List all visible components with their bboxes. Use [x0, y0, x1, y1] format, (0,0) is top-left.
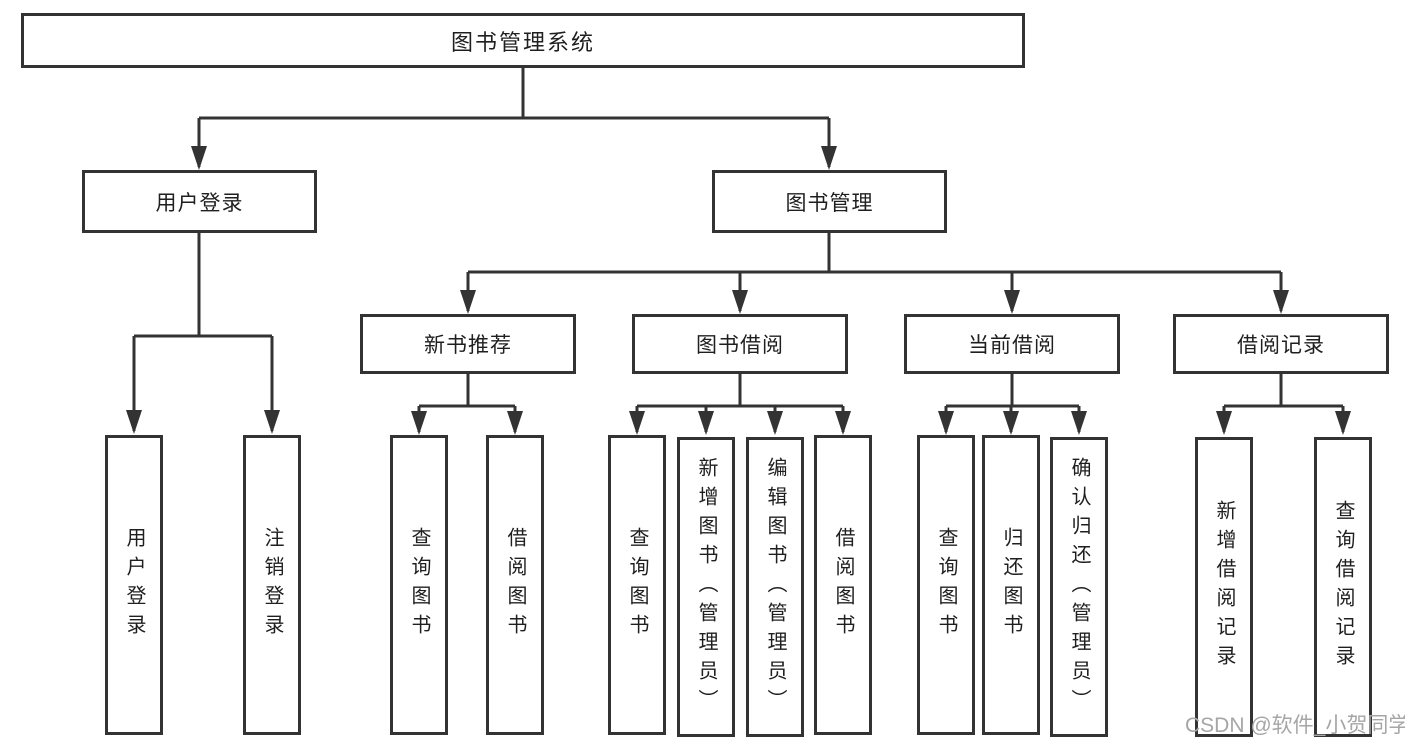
node-borrow-record: 借阅记录: [1173, 314, 1389, 374]
node-return-books: 归还图书: [982, 435, 1040, 735]
node-query-books-borrow: 查询图书: [608, 435, 666, 735]
node-current-borrow: 当前借阅: [904, 314, 1120, 374]
node-add-borrow-record: 新增借阅记录: [1195, 437, 1253, 737]
node-query-books-current: 查询图书: [917, 435, 975, 735]
node-edit-books-admin: 编辑图书（管理员）: [746, 437, 804, 737]
node-add-books-admin: 新增图书（管理员）: [677, 437, 735, 737]
csdn-watermark: CSDN @软件_小贺同学: [1185, 714, 1405, 737]
node-new-book-recommend: 新书推荐: [360, 314, 576, 374]
node-book-management: 图书管理: [712, 170, 947, 233]
node-borrow-books-borrow: 借阅图书: [814, 435, 872, 735]
node-borrow-books-recommend: 借阅图书: [486, 435, 544, 735]
node-book-borrow: 图书借阅: [632, 314, 848, 374]
node-user-login-leaf: 用户登录: [105, 435, 163, 735]
node-query-borrow-record: 查询借阅记录: [1314, 437, 1372, 737]
node-confirm-return-admin: 确认归还（管理员）: [1050, 437, 1108, 737]
node-user-login: 用户登录: [82, 170, 317, 233]
node-library-management-system: 图书管理系统: [21, 13, 1025, 68]
node-query-books-recommend: 查询图书: [390, 435, 448, 735]
node-logout: 注销登录: [243, 435, 301, 735]
